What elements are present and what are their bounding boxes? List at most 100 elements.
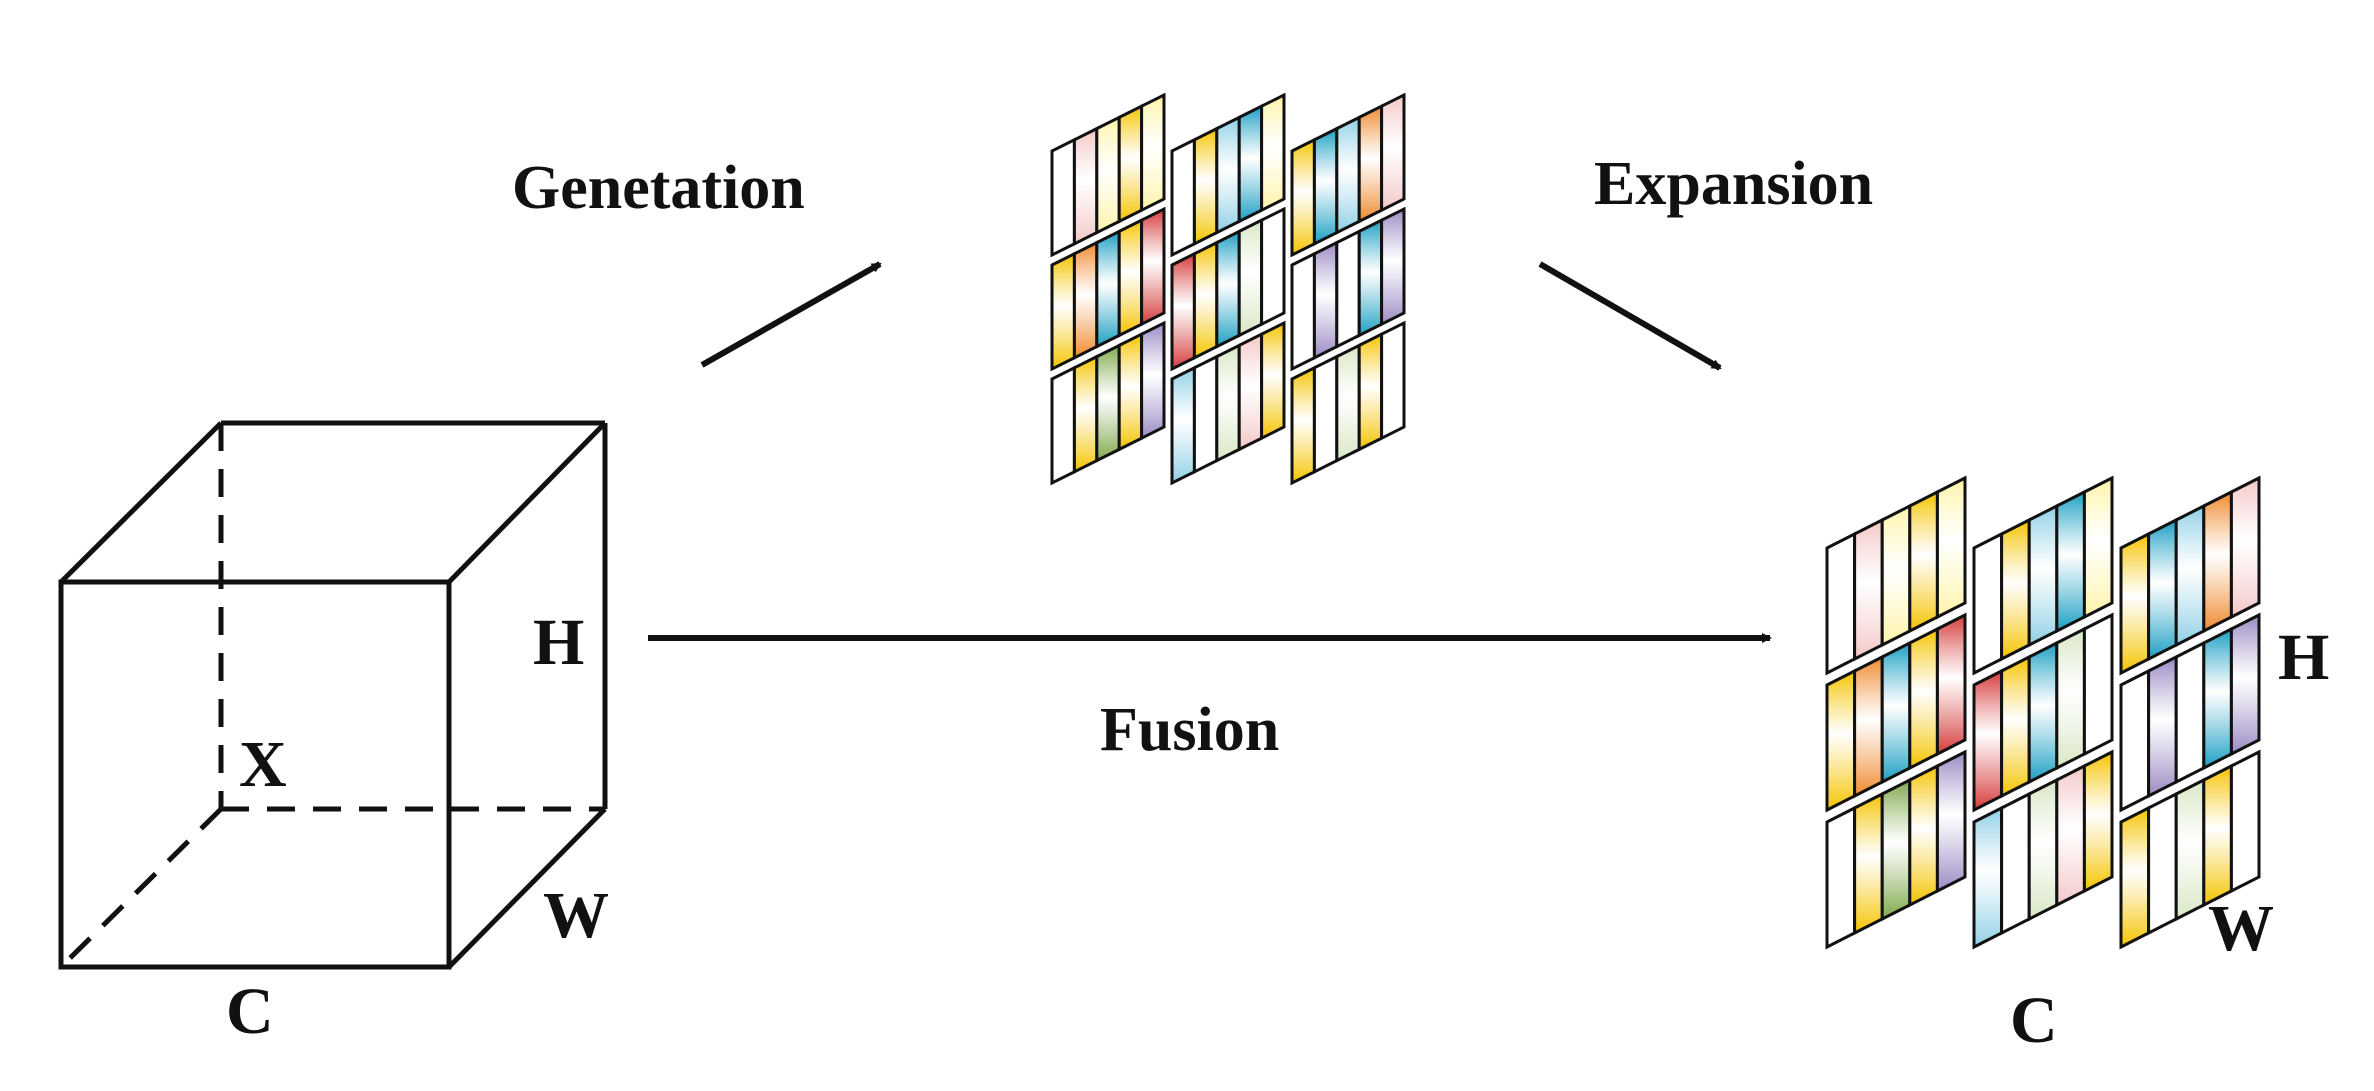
output-strip [1880, 503, 1912, 648]
output-strip [2027, 640, 2059, 785]
generated-strip [1050, 365, 1076, 486]
output-strip [1853, 791, 1884, 936]
cube-hidden-diagonal-edge [59, 807, 223, 969]
output-strip [1972, 805, 2004, 950]
input-tensor-label: X [239, 728, 287, 801]
generated-strip [1260, 92, 1286, 213]
generated-group-3 [1290, 92, 1406, 486]
generated-strip [1290, 365, 1316, 486]
generated-strip [1140, 92, 1166, 213]
output-feature-maps [1825, 475, 2261, 950]
generated-strip [1095, 342, 1121, 464]
output-strip [2055, 763, 2086, 908]
output-strip [2229, 475, 2261, 620]
expansion-arrow [1538, 261, 1722, 371]
output-strip [1853, 517, 1884, 662]
generated-strip [1140, 206, 1166, 327]
generated-strip [1117, 103, 1144, 224]
output-height-label: H [2278, 621, 2329, 694]
output-strip [2229, 749, 2261, 894]
output-strip [2174, 777, 2206, 922]
generated-strip [1192, 354, 1219, 475]
output-strip [2082, 612, 2114, 757]
output-strip [1935, 612, 1967, 757]
generated-strip [1290, 251, 1316, 372]
output-strip [1853, 654, 1884, 799]
generated-block [1170, 206, 1286, 372]
generated-strip [1170, 137, 1196, 258]
output-strip [2202, 626, 2233, 771]
output-strip [1935, 475, 1967, 620]
generated-strip [1072, 240, 1099, 361]
generated-strip [1357, 217, 1384, 338]
generated-block [1290, 206, 1406, 372]
output-strip [1825, 805, 1857, 950]
output-strip [2000, 654, 2031, 799]
cube-front-face [58, 579, 452, 970]
output-strip [2147, 517, 2178, 662]
generated-block [1050, 206, 1166, 372]
output-channel-label: C [2010, 984, 2058, 1057]
output-strip [1908, 489, 1939, 634]
output-group-3 [2119, 475, 2261, 950]
generation-arrow [700, 261, 882, 368]
cube-bottom-right-edge [447, 807, 607, 969]
output-strip [1825, 668, 1857, 813]
output-strip [2027, 777, 2059, 922]
generated-strip [1215, 114, 1241, 236]
output-strip [2082, 749, 2114, 894]
output-width-label: W [2208, 892, 2274, 965]
generated-block [1290, 320, 1406, 486]
output-strip [1972, 668, 2004, 813]
output-strip [1880, 777, 1912, 922]
output-block [1972, 475, 2114, 676]
generated-strip [1380, 320, 1406, 441]
output-strip [2119, 668, 2151, 813]
generated-strip [1237, 103, 1264, 224]
generated-strip [1117, 331, 1144, 452]
output-strip [2119, 805, 2151, 950]
generated-strip [1312, 354, 1339, 475]
fusion-label: Fusion [1100, 696, 1279, 764]
output-strip [1935, 749, 1967, 894]
output-strip [2229, 612, 2261, 757]
generated-group-1 [1050, 92, 1166, 486]
output-strip [2000, 791, 2031, 936]
input-channel-label: C [226, 975, 274, 1048]
output-block [1972, 749, 2114, 950]
generated-block [1050, 92, 1166, 258]
output-block [2119, 612, 2261, 813]
generated-block [1050, 320, 1166, 486]
generated-strip [1335, 342, 1361, 464]
cube-top-right-edge [447, 421, 607, 584]
output-strip [1908, 763, 1939, 908]
output-group-1 [1825, 475, 1967, 950]
output-strip [1880, 640, 1912, 785]
generated-block [1170, 320, 1286, 486]
output-block [1825, 475, 1967, 676]
output-block [1825, 749, 1967, 950]
output-block [1972, 612, 2114, 813]
input-height-label: H [533, 606, 584, 679]
output-strip [2055, 489, 2086, 634]
generated-strip [1237, 217, 1264, 338]
generated-strip [1170, 365, 1196, 486]
generated-strip [1140, 320, 1166, 441]
generated-strip [1072, 354, 1099, 475]
generated-strip [1117, 217, 1144, 338]
generated-feature-maps [1050, 92, 1406, 486]
generated-strip [1335, 228, 1361, 350]
generated-strip [1312, 240, 1339, 361]
generated-strip [1290, 137, 1316, 258]
output-block [1825, 612, 1967, 813]
output-strip [2202, 489, 2233, 634]
generated-strip [1170, 251, 1196, 372]
output-strip [2119, 531, 2151, 676]
generated-strip [1260, 320, 1286, 441]
output-strip [2174, 503, 2206, 648]
input-width-label: W [543, 879, 609, 952]
generated-strip [1380, 92, 1406, 213]
input-cube [58, 420, 608, 970]
generated-strip [1237, 331, 1264, 452]
